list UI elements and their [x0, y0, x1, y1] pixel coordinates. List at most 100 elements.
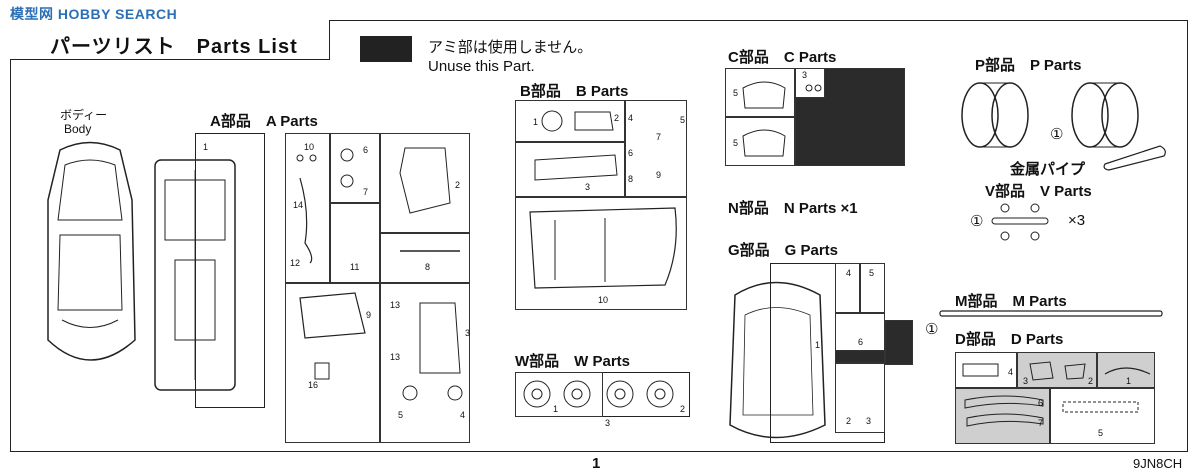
g-parts-unused-block	[885, 320, 913, 365]
p-parts-tires	[961, 82, 1139, 148]
a-parts-shapes	[296, 147, 463, 401]
a-parts-cell	[330, 133, 380, 203]
d-parts-cell	[1050, 388, 1155, 444]
watermark: 模型网 HOBBY SEARCH	[10, 6, 178, 22]
a-part-number: 11	[350, 262, 360, 272]
a-part-number: 1	[203, 142, 209, 152]
a-parts-cell	[285, 133, 330, 283]
parts-list-frame	[10, 20, 1188, 452]
g-parts-label: G部品 G Parts	[728, 242, 839, 259]
m-parts-label: M部品 M Parts	[955, 293, 1067, 310]
a-part-number: 7	[363, 187, 369, 197]
m-parts-rod	[939, 310, 1163, 317]
b-part-number: 7	[656, 132, 662, 142]
g-parts-cell	[835, 263, 860, 313]
w-part-number: 2	[680, 404, 686, 414]
g-parts-unused-strip	[835, 350, 885, 363]
b-part-number: 6	[628, 148, 634, 158]
g-part-number: 2	[846, 416, 852, 426]
b-part-number: 10	[598, 295, 609, 305]
w-part-number: 3	[605, 418, 611, 428]
w-parts-label: W部品 W Parts	[515, 353, 631, 370]
a-parts-cell	[380, 283, 470, 443]
body-label-jp: ボディー	[60, 108, 108, 122]
title-box	[10, 20, 330, 60]
g-part-number: 3	[866, 416, 872, 426]
g-part-number: 6	[858, 337, 864, 347]
c-parts-label: C部品 C Parts	[728, 49, 837, 66]
a-part-number: 13	[390, 300, 401, 310]
b-parts-cell	[515, 142, 625, 197]
b-part-number: 4	[628, 113, 634, 123]
c-parts-cell	[795, 68, 825, 98]
unused-note-jp: アミ部は使用しません。	[428, 39, 593, 56]
a-parts-chassis	[154, 159, 236, 391]
c-part-number: 5	[733, 88, 739, 98]
v-parts-shapes	[991, 203, 1049, 241]
page-title: パーツリスト Parts List	[50, 36, 298, 58]
d-part-number: 7	[1038, 418, 1044, 428]
a-parts-cell	[330, 203, 380, 283]
d-part-number: 2	[1088, 376, 1094, 386]
a-part-number: 12	[290, 258, 301, 268]
a-parts-cell	[380, 133, 470, 233]
g-part-number: 4	[846, 268, 852, 278]
page-number: 1	[592, 455, 601, 472]
c-part-number: 3	[802, 70, 808, 80]
a-parts-sprue-main	[285, 133, 470, 443]
product-code: 9JN8CH	[1133, 456, 1183, 471]
unused-note-en: Unuse this Part.	[428, 58, 535, 75]
w-part-number: 1	[553, 404, 559, 414]
a-parts-cell	[285, 283, 380, 443]
a-part-number: 6	[363, 145, 369, 155]
g-parts-cell	[835, 363, 885, 433]
d-part-number: 4	[1008, 367, 1014, 377]
d-parts-cell-shaded	[1097, 352, 1155, 388]
a-part-number: 10	[304, 142, 315, 152]
a-parts-sprue-frame	[195, 133, 265, 408]
b-parts-cell	[515, 197, 687, 310]
b-part-number: 1	[533, 117, 539, 127]
g-part-number: 5	[869, 268, 875, 278]
a-part-number: 14	[293, 200, 304, 210]
body-shell-drawing	[47, 141, 136, 361]
a-part-number: 16	[308, 380, 319, 390]
v-parts-count: ×3	[1068, 212, 1086, 229]
p-parts-circle-one: ①	[1050, 126, 1064, 143]
a-part-number: 3	[465, 328, 471, 338]
b-part-number: 2	[614, 113, 620, 123]
w-parts-cell	[515, 372, 603, 417]
d-part-number: 5	[1098, 428, 1104, 438]
g-part-number: 1	[815, 340, 821, 350]
a-parts-cell	[380, 233, 470, 283]
b-parts-cell	[515, 100, 625, 142]
b-parts-label: B部品 B Parts	[520, 83, 629, 100]
a-part-number: 9	[366, 310, 372, 320]
metal-pipe-label: 金属パイプ	[1010, 161, 1086, 178]
a-part-number: 13	[390, 352, 401, 362]
b-part-number: 8	[628, 174, 634, 184]
g-parts-window	[729, 281, 826, 439]
b-part-number: 5	[680, 115, 686, 125]
p-parts-label: P部品 P Parts	[975, 57, 1082, 74]
d-part-number: 3	[1023, 376, 1029, 386]
d-parts-circle-one: ①	[925, 321, 939, 338]
d-part-number: 6	[1038, 398, 1044, 408]
b-part-number: 9	[656, 170, 662, 180]
d-parts-label: D部品 D Parts	[955, 331, 1064, 348]
c-parts-cell	[725, 117, 795, 166]
c-part-number: 5	[733, 138, 739, 148]
n-parts-label: N部品 N Parts ×1	[728, 200, 858, 217]
b-parts-cell	[625, 100, 687, 197]
a-part-number: 8	[425, 262, 431, 272]
body-label-en: Body	[64, 122, 92, 136]
d-part-number: 1	[1126, 376, 1132, 386]
unused-part-swatch	[360, 36, 412, 62]
b-part-number: 3	[585, 182, 591, 192]
d-parts-cell	[955, 352, 1017, 388]
b-parts-shapes	[529, 110, 677, 289]
c-parts-cell	[725, 68, 795, 117]
g-parts-cell	[860, 263, 885, 313]
a-part-number: 4	[460, 410, 466, 420]
v-parts-circle-one: ①	[970, 213, 984, 230]
